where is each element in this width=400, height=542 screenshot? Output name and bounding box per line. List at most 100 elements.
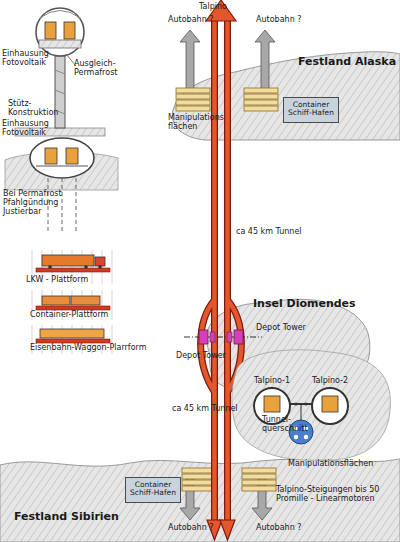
motorway-arrow-part <box>180 30 200 92</box>
truck-platform-part <box>84 265 88 269</box>
land-mass: Festland AlaskaContainer Schiff-Hafen <box>165 48 400 140</box>
manipulation-area-part <box>182 468 212 473</box>
manipulation-area-part <box>176 106 210 111</box>
depot-tower-part <box>210 332 215 342</box>
ground-track-section-part <box>30 138 94 178</box>
elevated-track-section-part <box>39 40 81 48</box>
elevated-track-section-part <box>55 56 65 128</box>
land-mass: Festland Sibirien Container Schiff-Hafen <box>0 455 400 542</box>
manipulation-area-part <box>242 474 276 479</box>
elevated-track-section-part <box>66 54 76 66</box>
manipulation-area-part <box>242 480 276 485</box>
tunnel-connector <box>215 140 228 293</box>
depot-tower-part <box>227 332 232 342</box>
tunnel-cross-section-part <box>294 426 298 430</box>
manipulation-area-part <box>182 474 212 479</box>
annotation-label: Einhausung Fotovoltaik <box>2 120 60 138</box>
tunnel-track-part <box>215 18 228 140</box>
elevated-track-section-part <box>36 8 84 56</box>
land-outline <box>172 52 400 140</box>
manipulation-area <box>176 88 278 491</box>
island: Insel Diomendes <box>198 293 373 400</box>
tunnel-cross-section <box>232 350 391 460</box>
railcar-platform-part <box>36 339 110 343</box>
annotation-label: Einhausung Fotovoltaik <box>2 50 60 68</box>
ground-track-section-part <box>48 178 49 232</box>
depot-tower-part <box>234 330 243 344</box>
ground-track-section-part <box>36 166 88 167</box>
edge-label: ca 45 km Tunnel <box>172 405 238 414</box>
railcar-platform-part <box>40 329 104 338</box>
tunnel-track-part <box>206 0 236 21</box>
elevated-track-section-part <box>45 22 56 39</box>
edge-label: ca 45 km Tunnel <box>236 228 302 237</box>
manipulation-area-part <box>242 486 276 491</box>
container-platform-part <box>42 296 70 305</box>
annotation-label: Ausgleich- Permafrost <box>74 60 126 78</box>
container-platform-part <box>71 296 100 305</box>
elevated-track-section-part <box>15 128 105 136</box>
manipulation-area-part <box>244 94 278 99</box>
annotation-label: Talpino <box>199 3 227 12</box>
tunnel-tube <box>212 140 217 293</box>
tunnel-cross-section-part <box>312 388 348 424</box>
harbour-box: Container Schiff-Hafen <box>125 477 181 503</box>
annotation-label: LKW - Plattform <box>26 276 88 285</box>
tunnel-track-part <box>207 520 222 540</box>
harbour-box: Container Schiff-Hafen <box>283 97 339 123</box>
annotation-label: Container-Plattform <box>30 311 108 320</box>
annotation-label: Autobahn ? <box>168 16 213 25</box>
depot-tower-part <box>199 330 208 344</box>
tunnel-tube <box>225 140 230 293</box>
ground-track-section-part <box>45 148 57 164</box>
tunnel-cross-section-part <box>322 396 338 412</box>
tunnel-cross-section-part <box>290 403 312 405</box>
tunnel-outline <box>224 140 231 293</box>
depot-tower <box>184 330 262 344</box>
tunnel-outline <box>211 140 218 293</box>
tunnel-outline <box>224 400 231 455</box>
node-label: Festland Alaska <box>298 56 396 68</box>
elevated-track-section-part <box>55 110 65 114</box>
motorway-arrow-part <box>180 478 200 520</box>
manipulation-area-part <box>182 486 212 491</box>
node-label: Festland Sibirien <box>14 511 119 523</box>
land-outline <box>0 459 400 542</box>
tunnel-cross-section-part <box>264 396 280 412</box>
tunnel-cross-section-part <box>294 402 297 405</box>
elevated-track-section-part <box>55 90 65 94</box>
manipulation-area-part <box>242 468 276 473</box>
annotation-label: Stütz- Konstruktion <box>8 100 64 118</box>
motorway-arrow-part <box>252 478 272 520</box>
tunnel-track <box>201 0 242 540</box>
tunnel-cross-section-part <box>232 350 391 460</box>
tunnel-track-part <box>220 520 235 540</box>
ground-track-section-part <box>66 148 78 164</box>
truck-platform <box>32 250 112 284</box>
elevated-track-section-part <box>40 11 80 19</box>
land-outline <box>206 299 370 397</box>
elevated-track-section-part <box>55 70 65 74</box>
annotation-label: Tunnel- querschnitt <box>262 416 302 434</box>
tunnel-cross-section-part <box>304 435 308 439</box>
tunnel-tube <box>212 400 217 455</box>
depot-tower-part <box>184 337 262 338</box>
tunnel-cross-section-part <box>289 420 313 444</box>
railcar-platform <box>32 325 112 354</box>
motorway-arrow <box>180 30 275 520</box>
container-platform <box>32 290 112 320</box>
node-label: Container Schiff-Hafen <box>285 101 337 118</box>
tunnel-cross-section-part <box>304 402 307 405</box>
tunnel-tube <box>225 400 230 455</box>
manipulation-area-part <box>176 94 210 99</box>
truck-platform-part <box>36 268 110 272</box>
truck-platform-part <box>42 255 94 266</box>
ground-track-section-part <box>5 152 118 190</box>
elevated-track-section-part <box>64 22 75 39</box>
truck-platform-part <box>48 265 52 269</box>
container-platform-part <box>36 306 110 310</box>
manipulation-area-part <box>182 480 212 485</box>
node-label: Insel Diomendes <box>253 298 356 310</box>
container-platform-part <box>32 290 112 320</box>
ground-track-section-part <box>76 178 77 232</box>
